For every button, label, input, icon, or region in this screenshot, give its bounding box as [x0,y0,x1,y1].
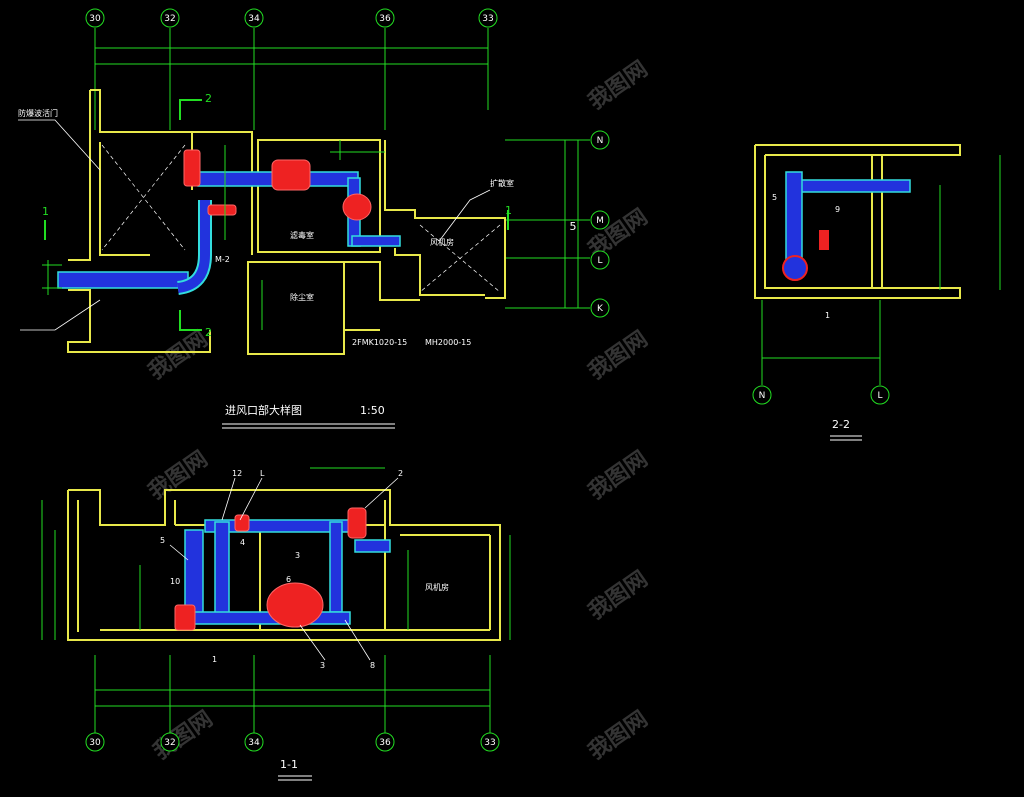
watermark-text: 我图网 [144,447,212,505]
room-label: 风机房 [430,237,454,247]
plan-ducts [57,171,401,295]
plan-dims [42,140,385,330]
leader-label: 防爆波活门 [18,108,58,118]
section22-walls [754,144,961,299]
axis-bubble-label: N [759,391,766,401]
axis-bubble-label: 33 [482,14,493,24]
axis-bubble-label: 34 [248,14,260,24]
callout-label: 1 [212,655,217,664]
callout-label: 5 [160,536,165,545]
plan-axis-lines [94,28,489,130]
section-1-1: 30 32 34 36 33 12 L 4 2 5 3 10 1 6 3 8 风… [41,467,511,781]
plan-walls [67,89,506,355]
axis-bubble-label: M [596,216,604,226]
axis-bubble-label: 30 [89,14,101,24]
plan-valves [183,149,372,221]
section11-leaders [169,477,399,661]
callout-label: 4 [240,538,245,547]
watermark-text: 我图网 [149,707,217,765]
callout-label: 3 [295,551,300,560]
plan-scale: 1:50 [360,404,385,417]
section11-dims [41,467,511,735]
leader-label: 扩散室 [490,178,514,188]
room-label: 除尘室 [290,292,314,302]
callout-label: 6 [286,575,291,584]
callout-label: 3 [320,661,325,670]
callout-label: L [260,469,265,478]
plan-right-axis-lines [505,139,590,309]
section11-bubbles [85,732,500,752]
section22-bubbles [752,385,890,405]
callout-label: 10 [170,577,180,586]
callout-label: 8 [370,661,375,670]
axis-bubble-label: 30 [89,738,101,748]
room-label: 滤毒室 [290,230,314,240]
plan-leaders [18,119,491,331]
section-mark-label: 1 [42,205,49,218]
section11-valves [174,507,367,631]
section-mark-label: 2 [205,92,212,105]
axis-bubble-label: 36 [379,14,391,24]
axis-bubble-label: 32 [164,738,175,748]
axis-bubble-label: K [597,304,604,314]
dim-total-label: 5 [570,220,577,233]
section-markers [44,99,509,331]
watermark-text: 我图网 [584,447,652,505]
watermark-text: 我图网 [584,707,652,765]
axis-bubble-label: 36 [379,738,391,748]
room-label: 风机房 [425,582,449,592]
axis-bubble-label: L [877,391,882,401]
watermark-text: 我图网 [584,57,652,115]
shaft-cross [101,144,501,293]
watermark-text: 我图网 [584,567,652,625]
plan-view: 30 32 34 36 33 N M L K 5 [18,8,610,429]
section-mark-label: 2 [205,326,212,339]
watermark-text: 我图网 [584,327,652,385]
plan-right-bubbles [590,130,610,318]
section22-dims [761,155,1001,385]
callout-label: 5 [772,193,777,202]
callout-label: 12 [232,469,242,478]
section11-title: 1-1 [280,758,298,771]
plan-title: 进风口部大样图 [225,403,302,417]
axis-bubble-label: 34 [248,738,260,748]
door-label: M-2 [215,255,230,264]
section22-ducts [782,171,911,281]
section-mark-label: 1 [505,204,512,217]
section-2-2: N L 5 9 1 2-2 [752,144,1001,441]
plan-axis-bubbles [85,8,498,28]
watermark-text: 我图网 [144,327,212,385]
callout-label: 9 [835,205,840,214]
axis-bubble-label: L [597,256,602,266]
callout-label: 1 [825,311,830,320]
axis-bubble-label: 33 [484,738,495,748]
axis-bubble-label: 32 [164,14,175,24]
callout-label: 2 [398,469,403,478]
axis-bubble-label: N [597,136,604,146]
section22-title: 2-2 [832,418,850,431]
watermark-layer: 我图网 我图网 我图网 我图网 我图网 我图网 我图网 我图网 我图网 [144,57,652,765]
door-label: MH2000-15 [425,338,471,347]
door-label: 2FMK1020-15 [352,338,407,347]
